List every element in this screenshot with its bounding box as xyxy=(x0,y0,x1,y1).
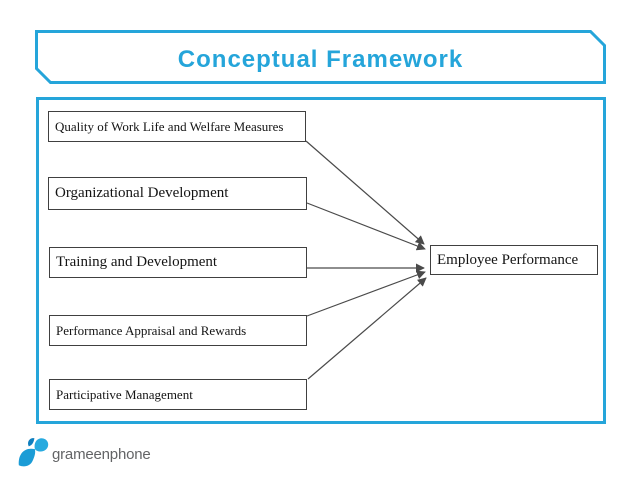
factor-box-performance-appraisal: Performance Appraisal and Rewards xyxy=(49,315,307,346)
page-title: Conceptual Framework xyxy=(177,46,464,73)
grameenphone-logo-text: grameenphone xyxy=(52,445,151,463)
factor-box-organizational-development: Organizational Development xyxy=(48,177,307,210)
factor-box-training-and-development: Training and Development xyxy=(49,247,307,278)
outcome-box-employee-performance: Employee Performance xyxy=(430,245,598,275)
slide-title-plate: Conceptual Framework xyxy=(35,30,606,84)
factor-box-quality-of-work-life: Quality of Work Life and Welfare Measure… xyxy=(48,111,306,142)
grameenphone-logo: grameenphone xyxy=(16,435,151,469)
title-plate-outline xyxy=(35,30,606,84)
factor-box-participative-management: Participative Management xyxy=(49,379,307,410)
grameenphone-swoosh-icon xyxy=(18,438,49,467)
